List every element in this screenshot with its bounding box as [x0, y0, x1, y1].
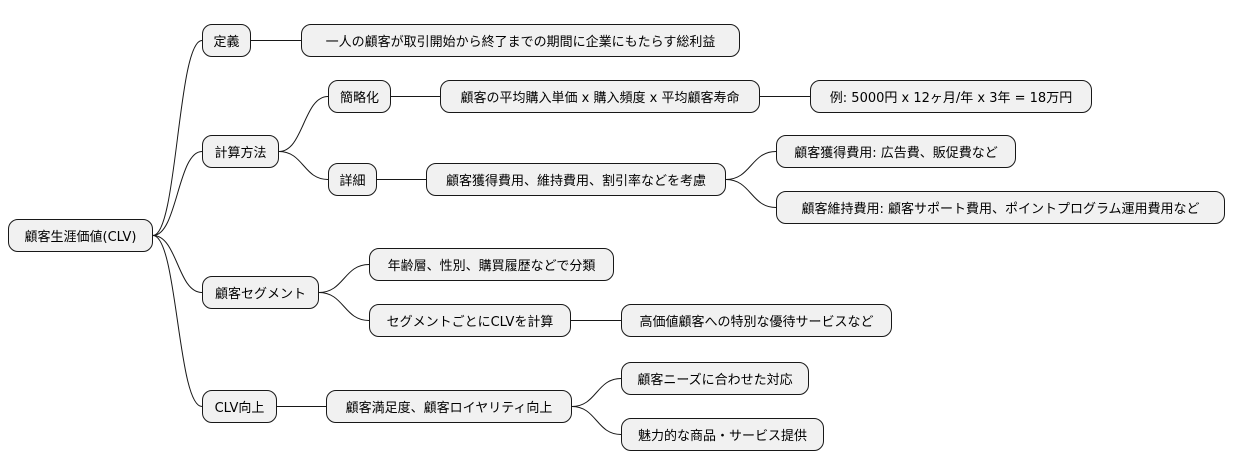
node-definition-text: 一人の顧客が取引開始から終了までの期間に企業にもたらす総利益 [301, 24, 740, 57]
node-improve-satisfaction: 顧客満足度、顧客ロイヤリティ向上 [326, 390, 572, 423]
link-root-definition [152, 40, 203, 236]
node-improve-needs: 顧客ニーズに合わせた対応 [621, 362, 809, 395]
node-root: 顧客生涯価値(CLV) [8, 219, 153, 252]
link-calc-simplified [278, 96, 329, 152]
node-simplified-example: 例: 5000円 x 12ヶ月/年 x 3年 = 18万円 [810, 80, 1092, 113]
link-root-calc [152, 151, 203, 236]
link-improve-satisfaction-improve-needs [571, 378, 622, 407]
node-detail-factors: 顧客獲得費用、維持費用、割引率などを考慮 [426, 163, 726, 196]
node-acquisition-cost: 顧客獲得費用: 広告費、販促費など [776, 135, 1016, 168]
link-segment-segment-calc [318, 292, 370, 321]
node-segment: 顧客セグメント [202, 276, 319, 309]
link-root-improve [152, 235, 203, 407]
link-root-segment [152, 235, 203, 293]
node-segment-service: 高価値顧客への特別な優待サービスなど [621, 304, 892, 337]
node-improve: CLV向上 [202, 390, 277, 423]
link-detail-factors-acquisition-cost [725, 151, 777, 180]
node-segment-calc: セグメントごとにCLVを計算 [369, 304, 571, 337]
node-definition: 定義 [202, 24, 251, 57]
node-simplified: 簡略化 [328, 80, 391, 113]
link-calc-detail [278, 151, 329, 180]
node-retention-cost: 顧客維持費用: 顧客サポート費用、ポイントプログラム運用費用など [776, 191, 1225, 224]
node-simplified-formula: 顧客の平均購入単価 x 購入頻度 x 平均顧客寿命 [440, 80, 760, 113]
node-detail: 詳細 [328, 163, 377, 196]
node-improve-products: 魅力的な商品・サービス提供 [621, 418, 824, 451]
link-detail-factors-retention-cost [725, 179, 777, 208]
link-improve-satisfaction-improve-products [571, 406, 622, 435]
link-segment-segment-split [318, 264, 370, 293]
node-segment-split: 年齢層、性別、購買履歴などで分類 [369, 248, 614, 281]
node-calc: 計算方法 [202, 135, 279, 168]
